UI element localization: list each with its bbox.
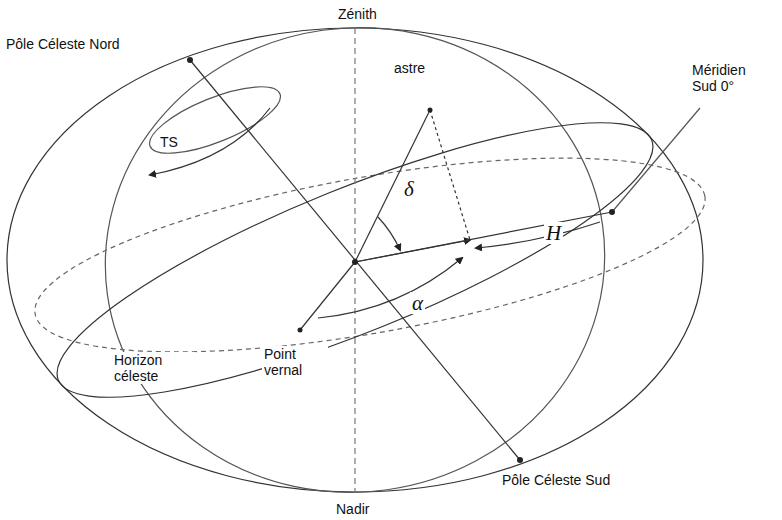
horizon-label: Horizon céleste bbox=[112, 352, 196, 384]
declination-circle bbox=[430, 110, 470, 240]
zenith-label: Zénith bbox=[336, 6, 379, 22]
meridian-circle bbox=[75, 0, 635, 520]
vernal-direction bbox=[300, 262, 355, 330]
right-ascension-arc bbox=[318, 258, 462, 318]
meridian-dot bbox=[609, 209, 615, 215]
star-dot bbox=[428, 108, 433, 113]
nadir-label: Nadir bbox=[334, 501, 371, 517]
star-direction bbox=[355, 110, 430, 262]
hour-angle-arc bbox=[476, 222, 600, 248]
sidereal-time-arc bbox=[150, 108, 270, 175]
meridian-label: Méridien Sud 0° bbox=[690, 62, 770, 94]
north-pole-label: Pôle Céleste Nord bbox=[4, 36, 122, 52]
meridian-direction bbox=[355, 212, 612, 262]
hour-angle-label: H bbox=[544, 222, 563, 244]
meridian-line bbox=[612, 108, 700, 212]
polar-axis bbox=[190, 60, 520, 460]
south-pole-label: Pôle Céleste Sud bbox=[500, 472, 612, 488]
declination-arc bbox=[378, 217, 400, 250]
center-dot bbox=[352, 259, 358, 265]
sphere-outline bbox=[7, 28, 703, 492]
star-label: astre bbox=[392, 60, 427, 76]
north-pole-dot bbox=[187, 57, 193, 63]
declination-label: δ bbox=[402, 178, 416, 200]
vernal-dot bbox=[298, 328, 303, 333]
vernal-point-label: Point vernal bbox=[262, 346, 328, 378]
right-ascension-label: α bbox=[410, 292, 425, 314]
horizon-circle bbox=[22, 119, 719, 391]
south-pole-dot bbox=[517, 457, 523, 463]
sidereal-time-label: TS bbox=[158, 134, 180, 150]
